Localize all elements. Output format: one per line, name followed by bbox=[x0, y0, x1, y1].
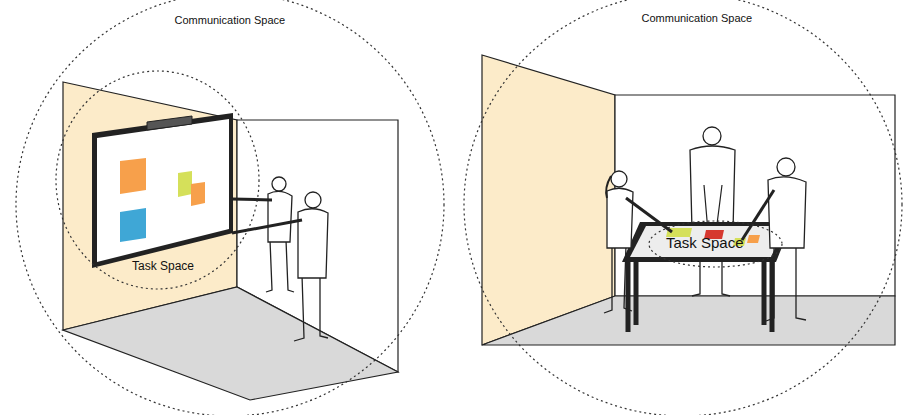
person-body bbox=[298, 209, 328, 278]
person-arm bbox=[232, 220, 302, 233]
person-arm bbox=[626, 198, 672, 232]
sticky-note bbox=[120, 158, 146, 194]
person-legs bbox=[294, 275, 328, 341]
person-arm bbox=[742, 190, 774, 240]
person-head bbox=[703, 127, 721, 145]
side-wall bbox=[63, 82, 237, 330]
region-label: Task Space bbox=[666, 234, 744, 251]
dashed-ellipse bbox=[55, 70, 260, 290]
person-head bbox=[611, 171, 627, 187]
person-head bbox=[777, 158, 795, 176]
person-hair bbox=[606, 176, 611, 198]
space-region: Communication SpaceTask Space bbox=[15, 0, 445, 415]
table-frame bbox=[622, 222, 792, 262]
region-label: Communication Space bbox=[175, 14, 286, 27]
floor bbox=[63, 287, 398, 400]
person-body bbox=[768, 177, 806, 248]
sticky-note bbox=[747, 235, 760, 243]
person-head bbox=[272, 177, 286, 191]
dashed-ellipse bbox=[16, 0, 444, 415]
table-legs bbox=[628, 262, 772, 332]
sticky-note bbox=[191, 182, 205, 206]
whiteboard-frame bbox=[92, 113, 233, 268]
person-head bbox=[305, 192, 321, 208]
back-wall bbox=[615, 95, 895, 296]
camera-bar bbox=[147, 116, 192, 130]
person-body bbox=[690, 146, 735, 230]
person-body bbox=[607, 188, 633, 248]
person-arm bbox=[232, 199, 272, 200]
dashed-ellipse bbox=[15, 0, 445, 415]
space-region: Task Space bbox=[55, 70, 260, 290]
side-wall bbox=[482, 55, 615, 345]
floor bbox=[482, 296, 895, 345]
sticky-note bbox=[120, 208, 146, 242]
person-legs bbox=[604, 245, 632, 313]
dashed-ellipse bbox=[649, 221, 782, 267]
region-label: Communication Space bbox=[642, 12, 753, 25]
whiteboard-surface bbox=[97, 119, 229, 262]
dashed-ellipse bbox=[464, 0, 902, 415]
dashed-ellipse bbox=[463, 0, 903, 415]
dashed-ellipse bbox=[56, 71, 259, 289]
sticky-note bbox=[178, 171, 192, 197]
space-region: Task Space bbox=[648, 220, 783, 268]
space-region: Communication SpaceTask Space bbox=[463, 0, 903, 415]
table-surface bbox=[630, 226, 785, 257]
person-legs bbox=[266, 240, 294, 292]
region-label: Task Space bbox=[132, 260, 194, 274]
